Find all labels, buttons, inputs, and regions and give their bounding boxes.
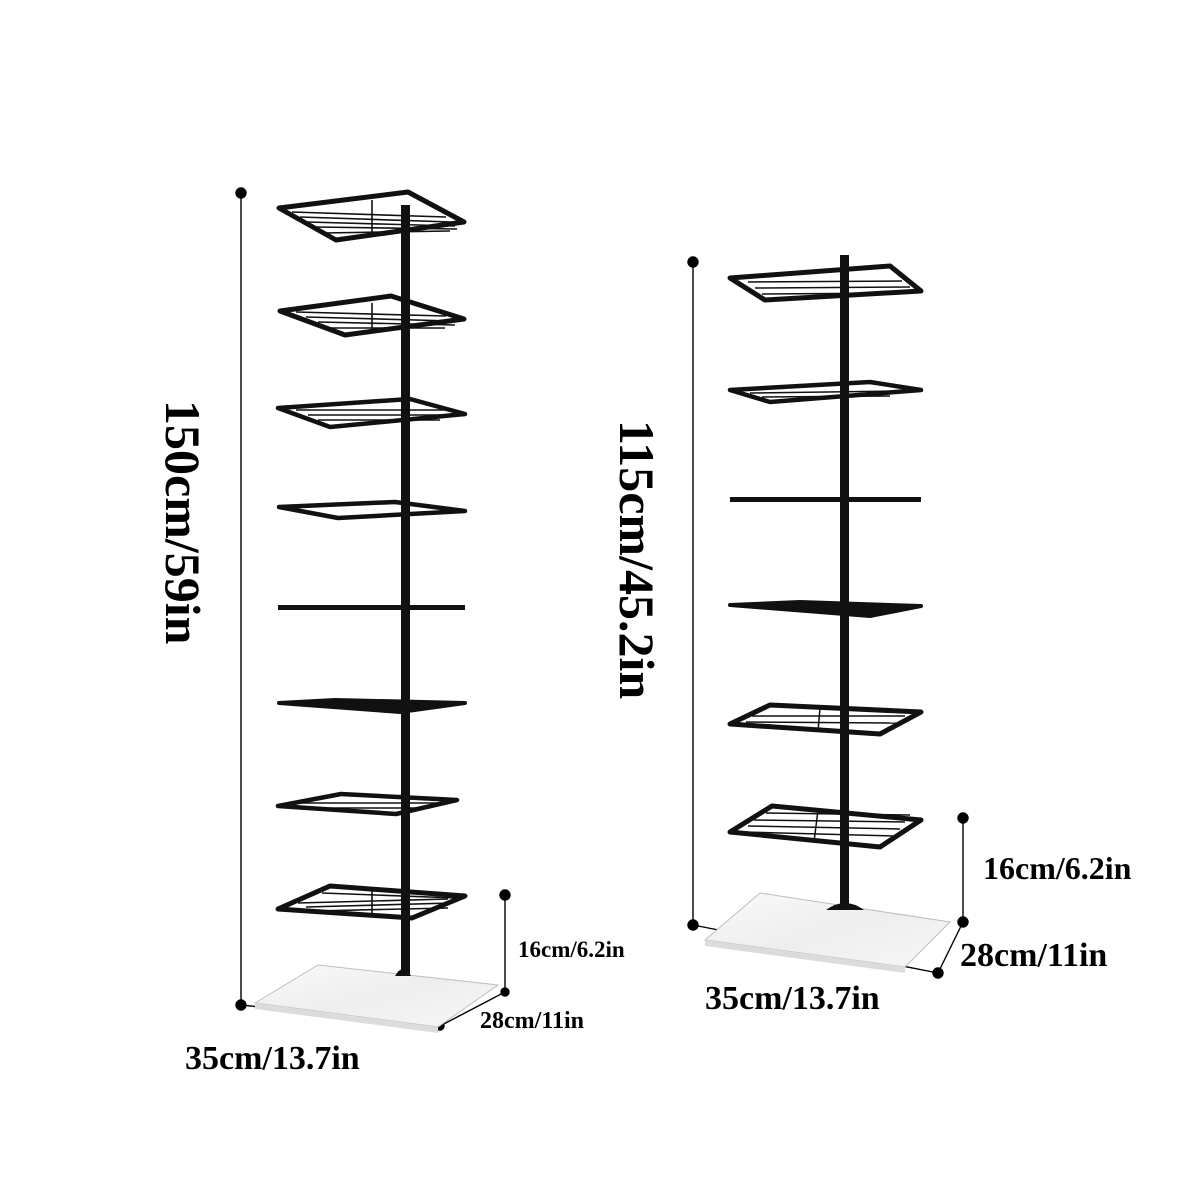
left-shelf-8 (275, 883, 468, 921)
left-shelf-7 (275, 791, 460, 817)
left-shelf-2 (277, 293, 467, 338)
right-shelf-2 (727, 379, 924, 405)
right-shelf-1 (727, 263, 924, 303)
right-dimension-lines (687, 256, 969, 979)
left-spacing-label: 16cm/6.2in (518, 937, 625, 962)
right-depth-label: 28cm/11in (960, 937, 1108, 974)
right-width-label: 35cm/13.7in (705, 980, 880, 1017)
left-width-label: 35cm/13.7in (185, 1040, 360, 1077)
left-marble-base (253, 964, 500, 1033)
left-dimension-lines (235, 187, 511, 1031)
right-shelf-6 (727, 803, 924, 850)
right-spacing-label: 16cm/6.2in (983, 850, 1132, 886)
right-shelf-4 (728, 600, 923, 618)
left-shelves (275, 189, 468, 921)
left-shelf-5 (278, 605, 465, 610)
left-shelf-6 (277, 698, 467, 714)
right-height-label: 115cm/45.2in (609, 420, 665, 700)
right-shelf-3 (730, 497, 921, 502)
left-depth-label: 28cm/11in (480, 1008, 585, 1034)
right-center-pole (840, 255, 849, 907)
right-marble-base (703, 892, 952, 973)
left-shelf-4 (276, 499, 468, 521)
left-center-pole (401, 205, 410, 975)
left-height-label: 150cm/59in (155, 400, 211, 645)
left-shelf-3 (275, 396, 468, 430)
right-shelves (727, 263, 924, 850)
right-shelf-5 (727, 702, 924, 737)
left-shelf-1 (276, 189, 467, 243)
